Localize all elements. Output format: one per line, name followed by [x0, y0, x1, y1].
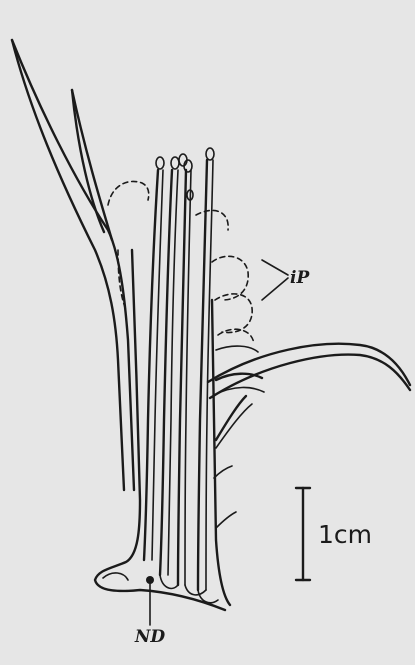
solid-petals — [214, 346, 264, 395]
scale-label: 1cm — [318, 520, 372, 549]
dashed-outline-left — [108, 181, 149, 205]
scale-bar — [296, 488, 310, 580]
node-marker — [146, 576, 154, 584]
ip-leader-line-2 — [262, 278, 288, 300]
ip-label: iP — [290, 268, 310, 288]
stem-bundle — [95, 160, 230, 610]
nd-label: ND — [134, 627, 166, 647]
right-curved-leaf — [208, 344, 410, 398]
ip-leader-line-1 — [262, 260, 288, 275]
side-branches — [214, 396, 252, 528]
